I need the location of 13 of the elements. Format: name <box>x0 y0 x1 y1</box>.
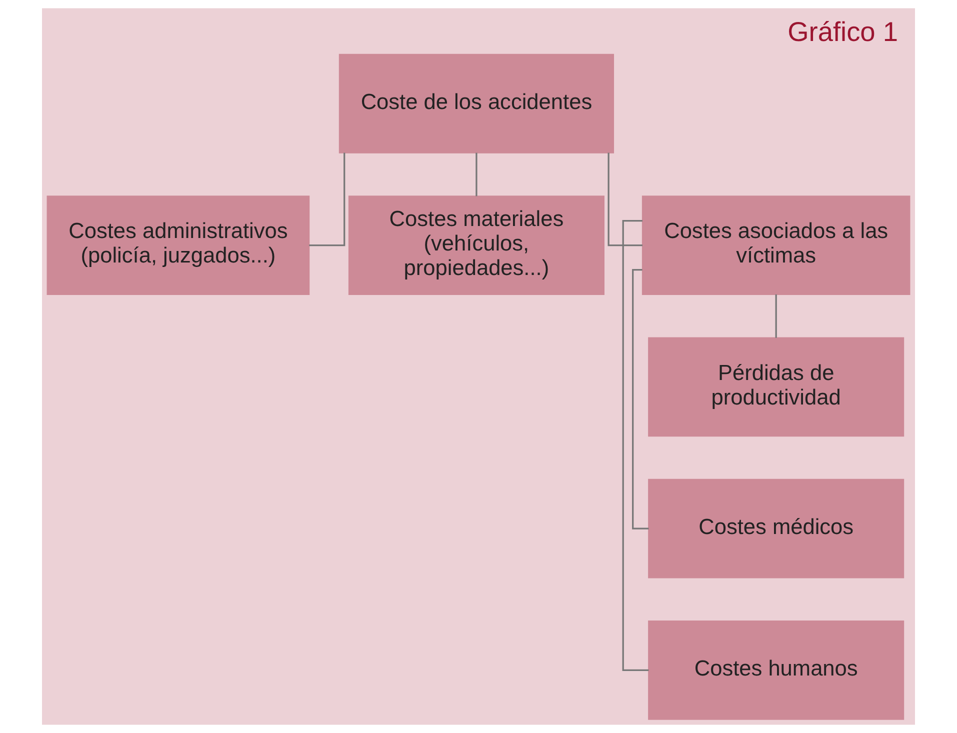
node-box: Pérdidas de productividad <box>648 337 904 437</box>
diagram-title: Gráfico 1 <box>788 16 898 47</box>
connector <box>476 152 478 196</box>
node-box: Costes administrativos (policía, juzgados...) <box>46 196 310 295</box>
node-box: Costes materiales (vehículos, propiedades...) <box>348 196 604 295</box>
node-box: Costes humanos <box>648 620 904 720</box>
connector <box>622 220 649 672</box>
connector <box>775 294 777 338</box>
connector <box>309 152 346 246</box>
node-box: Coste de los accidentes <box>338 54 614 154</box>
node-box: Costes médicos <box>648 478 904 578</box>
node-box: Costes asociados a las víctimas <box>642 196 910 295</box>
connector <box>608 152 642 246</box>
